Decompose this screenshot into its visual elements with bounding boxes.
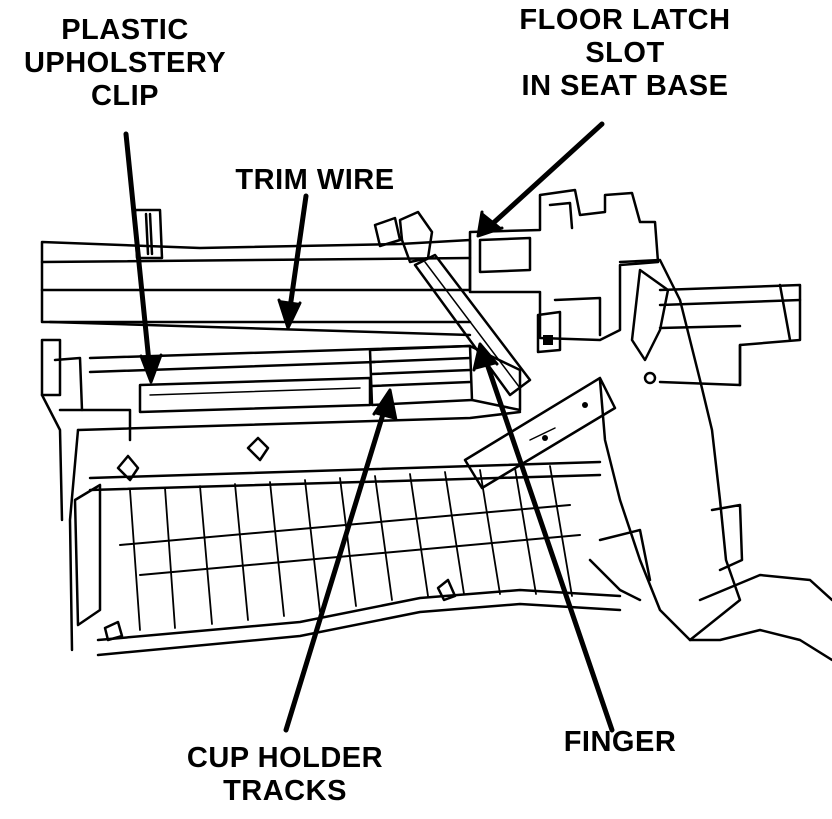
floor-latch-housing [373, 188, 660, 354]
floor-latch-slot-label: FLOOR LATCH SLOT IN SEAT BASE [485, 4, 765, 103]
plastic-clip-line-3: CLIP [90, 80, 160, 112]
finger-text: FINGER [563, 726, 677, 758]
cup-holder-tracks-block [368, 344, 522, 412]
cushion-springs [129, 465, 573, 631]
trim-wire-label: TRIM WIRE [210, 164, 420, 197]
seat-back-panel [40, 208, 472, 337]
cup-holder-line-2: TRACKS [223, 775, 347, 807]
plastic-clip-line-2: UPHOLSTERY [23, 47, 227, 79]
right-side-rail [658, 283, 802, 387]
leader-arrows [123, 121, 615, 733]
cup-holder-line-1: CUP HOLDER [186, 742, 384, 774]
spring-clips [103, 436, 457, 642]
floor-latch-line-3: IN SEAT BASE [521, 70, 729, 102]
plastic-clip-line-1: PLASTIC [61, 14, 189, 46]
floor-latch-line-2: SLOT [585, 37, 665, 69]
floor-latch-line-1: FLOOR LATCH [519, 4, 731, 36]
cup-holder-tracks-label: CUP HOLDER TRACKS [150, 742, 420, 808]
plastic-upholstery-clip-label: PLASTIC UPHOLSTERY CLIP [5, 14, 245, 113]
trim-wire-text: TRIM WIRE [235, 164, 395, 196]
seat-side-frame [588, 258, 744, 642]
finger-label: FINGER [540, 726, 700, 759]
hand [688, 573, 832, 662]
left-side-panel [40, 338, 84, 522]
